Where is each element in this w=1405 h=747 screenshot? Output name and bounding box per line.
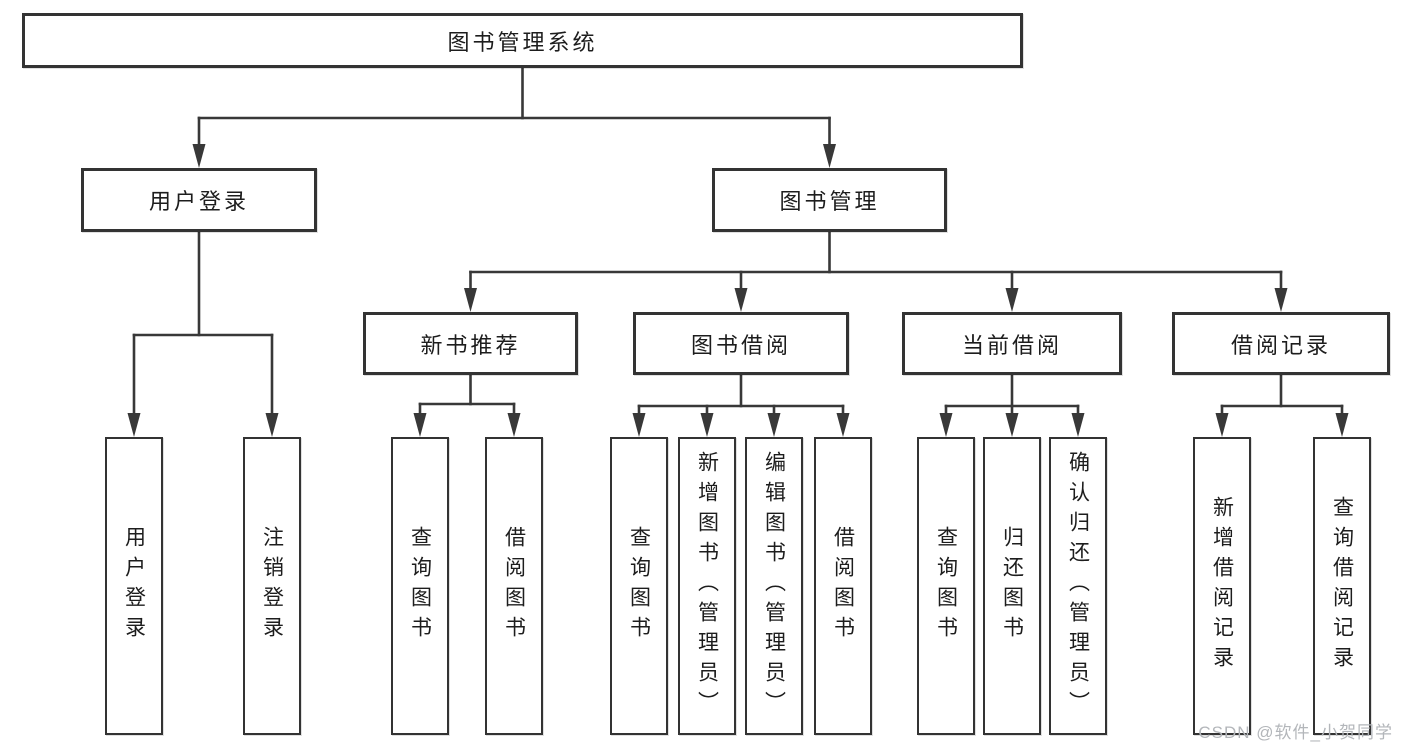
leaf-confirm-return-admin: 确认归还（管理员） xyxy=(1049,437,1107,735)
node-current-borrowing: 当前借阅 xyxy=(902,312,1122,375)
leaf-add-borrow-record: 新增借阅记录 xyxy=(1193,437,1251,735)
node-borrowing-records: 借阅记录 xyxy=(1172,312,1390,375)
leaf-query-books-borrowing: 查询图书 xyxy=(610,437,668,735)
leaf-add-book-admin: 新增图书（管理员） xyxy=(678,437,736,735)
leaf-return-books: 归还图书 xyxy=(983,437,1041,735)
node-book-borrowing: 图书借阅 xyxy=(633,312,849,375)
leaf-borrow-books-recommend: 借阅图书 xyxy=(485,437,543,735)
leaf-query-borrow-record: 查询借阅记录 xyxy=(1313,437,1371,735)
watermark: CSDN @软件_小贺同学 xyxy=(1198,723,1393,742)
leaf-query-books-recommend: 查询图书 xyxy=(391,437,449,735)
leaf-query-books-current: 查询图书 xyxy=(917,437,975,735)
leaf-edit-book-admin: 编辑图书（管理员） xyxy=(745,437,803,735)
node-new-book-recommendation: 新书推荐 xyxy=(363,312,578,375)
leaf-logout: 注销登录 xyxy=(243,437,301,735)
leaf-user-login: 用户登录 xyxy=(105,437,163,735)
node-library-management-system: 图书管理系统 xyxy=(22,13,1023,68)
leaf-borrow-books-borrowing: 借阅图书 xyxy=(814,437,872,735)
node-book-management: 图书管理 xyxy=(712,168,947,232)
node-user-login: 用户登录 xyxy=(81,168,317,232)
